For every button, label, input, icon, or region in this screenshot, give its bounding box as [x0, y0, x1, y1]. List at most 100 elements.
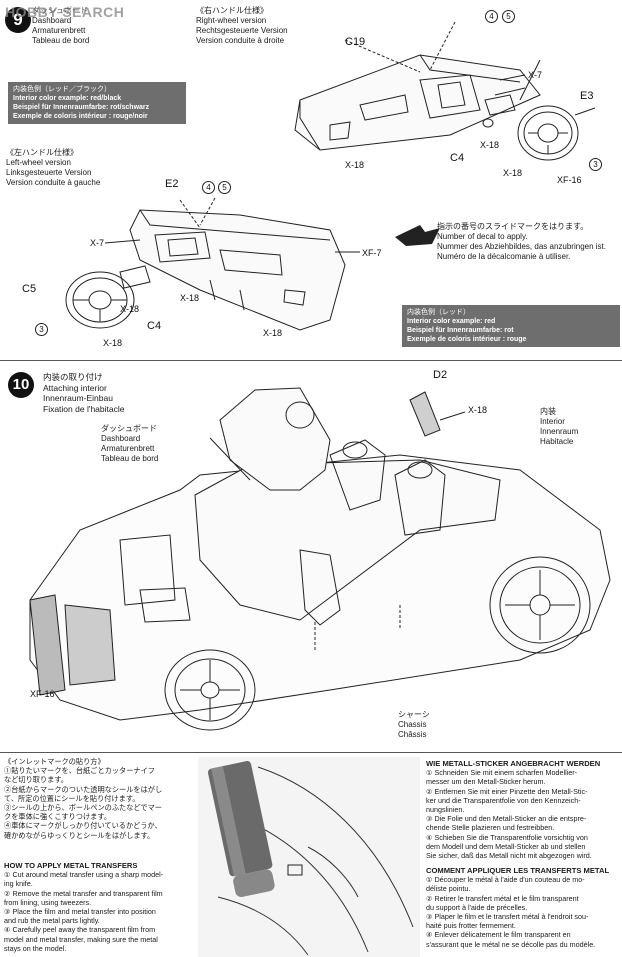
en-line: ① Cut around metal transfer using a shar…	[4, 870, 164, 880]
step-number: 9	[13, 10, 23, 29]
paint-x18-g: X-18	[263, 328, 283, 338]
jp-title: 《インレットマークの貼り方》	[4, 757, 105, 766]
de-title: WIE METALL-STICKER ANGEBRACHT WERDEN	[426, 759, 601, 768]
paint-x18-step10: X-18	[468, 405, 488, 415]
title-jp: ダッシュボード	[32, 6, 88, 15]
right-wheel-header: 《右ハンドル仕様》 Right-wheel version Rechtsgest…	[196, 6, 288, 46]
left-wheel-header: 《左ハンドル仕様》 Left-wheel version Linksgesteu…	[6, 148, 100, 188]
header-jp: 《右ハンドル仕様》	[196, 6, 268, 15]
de-line: chende Stelle plazieren und festreibben.	[426, 823, 555, 833]
step10-illustration	[29, 387, 611, 731]
fr-line: ④ Enlever délicatement le film transpare…	[426, 930, 571, 940]
jp-line: ④車体にマークがしっかり付いているかどうか、	[4, 821, 162, 831]
box-fr: Exemple de coloris intérieur : rouge/noi…	[13, 113, 148, 120]
title-de: Innenraum-Einbau	[43, 393, 113, 403]
step-separator-1	[0, 360, 622, 361]
title-jp: 内装の取り付け	[43, 372, 103, 382]
metal-en-column: HOW TO APPLY METAL TRANSFERS ① Cut aroun…	[4, 861, 163, 953]
de-line: ④ Schieben Sie die Transparentfolie vors…	[426, 832, 588, 842]
part-c5: C5	[22, 283, 37, 295]
part-e2: E2	[165, 178, 179, 190]
fr-line: ① Découper le métal à l'aide d'un coutea…	[426, 875, 585, 885]
decal-5-right: 5	[502, 10, 515, 23]
part-d2: D2	[433, 369, 448, 381]
box-jp: 内装色例（レッド／ブラック）	[13, 86, 111, 93]
note-fr: Numéro de la décalcomanie à utiliser.	[437, 252, 571, 261]
dashboard-label: ダッシュボード Dashboard Armaturenbrett Tableau…	[101, 424, 158, 464]
note-de: Nummer des Abziehbildes, das anzubringen…	[437, 242, 606, 251]
step9-title: ダッシュボード Dashboard Armaturenbrett Tableau…	[32, 6, 89, 46]
note-en: Number of decal to apply.	[437, 232, 528, 241]
interior-label: 内装 Interior Innenraum Habitacle	[540, 407, 578, 447]
paint-x18-f: X-18	[103, 338, 123, 348]
box-en: Interior color example: red	[407, 318, 496, 325]
fr-line: s'assurant que le métal ne se décolle pa…	[426, 939, 596, 949]
de-line: messer um den Metall-Sticker herum.	[426, 777, 546, 787]
de-line: dem Modell und dem Metall-Sticker ab und…	[426, 841, 586, 851]
label-en: Chassis	[398, 720, 427, 729]
en-line: model and metal transfer, making sure th…	[4, 934, 158, 944]
step9-illustration	[65, 21, 596, 331]
paint-xf7: XF-7	[362, 248, 382, 258]
paint-x7-right: X-7	[528, 70, 543, 80]
en-title: HOW TO APPLY METAL TRANSFERS	[4, 861, 138, 870]
decal-3-right: 3	[589, 158, 602, 171]
chassis-label: シャーシ Chassis Châssis	[398, 710, 430, 740]
part-c4-right: C4	[450, 152, 465, 164]
jp-line: など切り取ります。	[4, 775, 68, 785]
label-en: Interior	[540, 417, 565, 426]
en-line: ② Remove the metal transfer and transpar…	[4, 888, 163, 898]
color-box-red: 内装色例（レッド） Interior color example: red Be…	[402, 305, 620, 347]
title-en: Attaching interior	[43, 382, 107, 393]
fr-line: ③ Plaper le film et le transfert métal à…	[426, 912, 589, 922]
en-line: from lining, using tweezers.	[4, 897, 92, 907]
decal-note: 指示の番号のスライドマークをはります。 Number of decal to a…	[437, 222, 606, 262]
step-10-badge: 10	[8, 372, 34, 398]
box-fr: Exemple de coloris intérieur : rouge	[407, 336, 527, 343]
box-en: Interior color example: red/black	[13, 95, 122, 102]
jp-line: 確かめながらゆっくりとシールをはがします。	[4, 830, 155, 840]
header-de: Rechtsgesteuerte Version	[196, 26, 288, 35]
paint-x18-a: X-18	[345, 160, 365, 170]
part-e3: E3	[580, 90, 594, 102]
en-line: and rub the metal parts lightly.	[4, 916, 100, 926]
step-separator-2	[0, 752, 622, 753]
label-en: Dashboard	[101, 434, 141, 443]
jp-line: クを車体に強くこすりつけます。	[4, 812, 112, 822]
label-jp: シャーシ	[398, 710, 430, 719]
part-c19: C19	[345, 36, 366, 48]
fr-title: COMMENT APPLIQUER LES TRANSFERTS METAL	[426, 866, 610, 875]
note-jp: 指示の番号のスライドマークをはります。	[437, 222, 589, 231]
watermark: HOBBY SEARCH	[5, 4, 125, 20]
box-de: Beispiel für Innenraumfarbe: rot	[407, 327, 514, 334]
de-line: ② Entfernen Sie mit einer Pinzette den M…	[426, 786, 588, 796]
header-de: Linksgesteuerte Version	[6, 168, 92, 177]
jp-line: ①貼りたいマークを、台紙ごとカッターナイフ	[4, 766, 155, 776]
en-line: ③ Place the film and metal transfer into…	[4, 907, 156, 917]
header-en: Left-wheel version	[6, 158, 71, 167]
title-en: Dashboard	[32, 16, 72, 25]
label-de: Innenraum	[540, 427, 579, 436]
label-de: Armaturenbrett	[101, 444, 155, 453]
step-number: 10	[12, 376, 30, 393]
paint-xf16-step10: XF-16	[30, 689, 55, 699]
part-c4-left: C4	[147, 320, 162, 332]
title-fr: Tableau de bord	[32, 36, 90, 45]
paint-xf16-right: XF-16	[557, 175, 582, 185]
en-line: ing knife.	[4, 879, 33, 889]
jp-line: ③シールの上から、ボールペンのふたなどでマー	[4, 803, 162, 813]
en-line: ④ Carefully peel away the transparent fi…	[4, 925, 156, 935]
metal-de-column: WIE METALL-STICKER ANGEBRACHT WERDEN ① S…	[426, 759, 600, 860]
header-fr: Version conduite à droite	[196, 36, 285, 45]
decal-5-left: 5	[218, 181, 231, 194]
paint-x18-d: X-18	[180, 293, 200, 303]
en-line: stays on the model.	[4, 943, 67, 953]
de-line: ③ Die Folie und den Metall-Sticker an di…	[426, 814, 587, 824]
jp-line: て、所定の位置にシールを貼り付けます。	[4, 793, 140, 803]
decal-4-right: 4	[485, 10, 498, 23]
metal-jp-column: 《インレットマークの貼り方》 ①貼りたいマークを、台紙ごとカッターナイフ など切…	[4, 757, 162, 840]
header-jp: 《左ハンドル仕様》	[6, 148, 78, 157]
jp-line: ②台紙からマークのついた透明なシールをはがし	[4, 784, 163, 794]
step10-title: 内装の取り付け Attaching interior Innenraum-Ein…	[43, 372, 124, 414]
step-9-badge: 9	[5, 7, 31, 33]
